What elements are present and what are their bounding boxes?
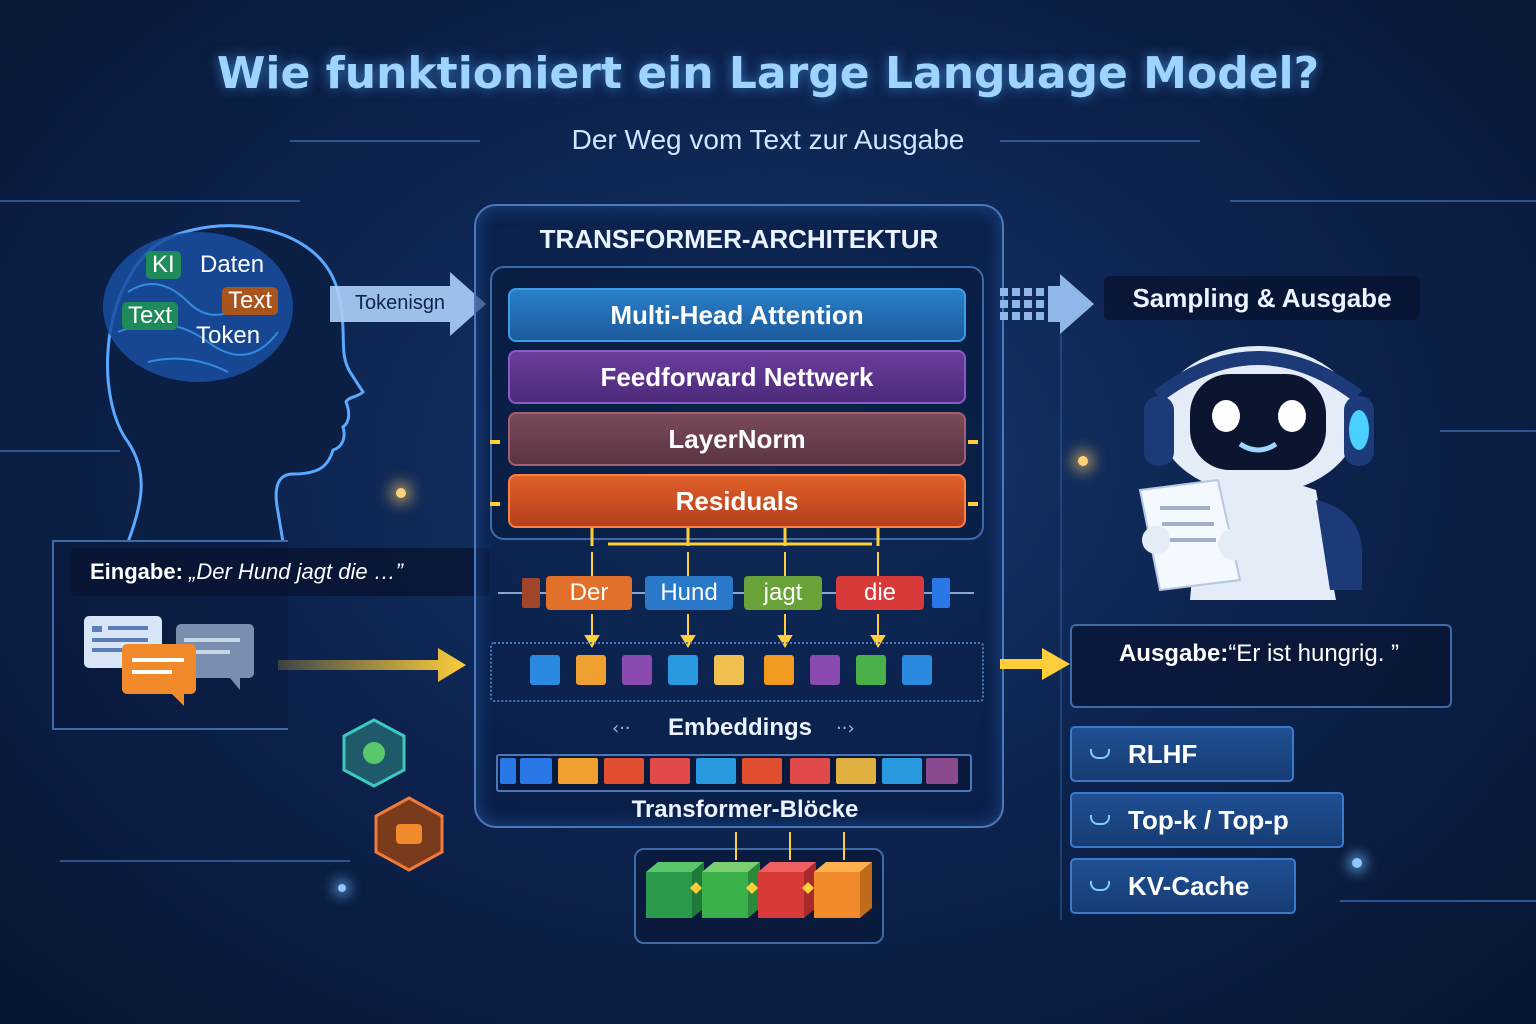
- circuit-line: [1440, 430, 1536, 432]
- circuit-line: [1340, 900, 1536, 902]
- circuit-line: [1000, 140, 1200, 142]
- connector-tick: [968, 502, 978, 506]
- circuit-line: [1230, 200, 1536, 202]
- transformer-blocks-icon: [646, 832, 872, 918]
- layer-layernorm: LayerNorm: [508, 412, 966, 466]
- embedding-cube: [622, 655, 652, 685]
- page-subtitle: Der Weg vom Text zur Ausgabe: [571, 124, 965, 155]
- robot-reading-icon: [1138, 346, 1374, 600]
- output-label: Ausgabe:“Er ist hungrig. ”: [1070, 640, 1448, 668]
- embedding-bar-cell: [696, 758, 736, 784]
- brain-word-text-orange: Text: [222, 287, 279, 315]
- embeddings-label: Embeddings: [667, 714, 812, 741]
- tag-icon: [1090, 749, 1110, 759]
- circuit-line: [1060, 300, 1062, 920]
- glow-dot: [1078, 456, 1088, 466]
- embedding-cube: [576, 655, 606, 685]
- token-jagt: jagt: [744, 576, 822, 610]
- sampling-label: Sampling & Ausgabe: [1104, 276, 1420, 320]
- embedding-bar-cell: [520, 758, 552, 784]
- embedding-bar-cell: [500, 758, 516, 784]
- output-label-prefix: Ausgabe:: [1118, 640, 1229, 667]
- chat-bubbles-icon: [84, 616, 254, 706]
- glow-dot: [1352, 858, 1362, 868]
- input-label: Eingabe: „Der Hund jagt die …”: [70, 548, 490, 596]
- embedding-cube: [902, 655, 932, 685]
- transformer-heading: TRANSFORMER-ARCHITEKTUR: [539, 224, 939, 254]
- brain-word-ki: KI: [146, 251, 181, 279]
- input-label-text: „Der Hund jagt die …”: [189, 559, 404, 584]
- connector-tick: [490, 440, 500, 444]
- glow-dot: [338, 884, 346, 892]
- output-label-text: “Er ist hungrig. ”: [1228, 640, 1400, 667]
- tag-icon: [1090, 815, 1110, 825]
- circuit-line: [0, 200, 300, 202]
- layer-multi-head-attention: Multi-Head Attention: [508, 288, 966, 342]
- token-cap-right: [932, 578, 950, 608]
- hexagon-node-icon: [342, 718, 406, 788]
- embedding-cube: [810, 655, 840, 685]
- embedding-bar-cell: [558, 758, 598, 784]
- feature-rlhf-button[interactable]: RLHF: [1070, 726, 1294, 782]
- embeddings-arrow-left-icon: ‹··: [612, 718, 631, 739]
- embedding-cube: [764, 655, 794, 685]
- token-down-arrows: [584, 614, 886, 648]
- circuit-line: [0, 450, 120, 452]
- token-hund: Hund: [645, 576, 733, 610]
- embedding-bar-cell: [926, 758, 958, 784]
- token-row-line: [498, 592, 974, 594]
- embedding-bar-cell: [742, 758, 782, 784]
- embedding-cube: [856, 655, 886, 685]
- token-die: die: [836, 576, 924, 610]
- connector-tick: [490, 502, 500, 506]
- hexagon-block-icon: [374, 796, 444, 872]
- embedding-bar-cell: [790, 758, 830, 784]
- brain-word-token: Token: [196, 322, 261, 349]
- embeddings-arrow-right-icon: ··›: [836, 718, 855, 739]
- input-label-prefix: Eingabe:: [90, 559, 183, 584]
- tag-icon: [1090, 881, 1110, 891]
- page-title: Wie funktioniert ein Large Language Mode…: [216, 48, 1320, 99]
- token-cap-left: [522, 578, 540, 608]
- embedding-cube: [530, 655, 560, 685]
- circuit-line: [290, 140, 480, 142]
- circuit-line: [60, 860, 350, 862]
- embedding-bar-cell: [882, 758, 922, 784]
- brain-word-daten: Daten: [200, 251, 265, 278]
- embedding-bar-cell: [836, 758, 876, 784]
- output-panel: [1070, 624, 1452, 708]
- brain-word-text-green: Text: [122, 302, 179, 330]
- embedding-bar-cell: [604, 758, 644, 784]
- layer-residuals: Residuals: [508, 474, 966, 528]
- feature-kv-cache-button[interactable]: KV-Cache: [1070, 858, 1296, 914]
- output-flow-arrow-icon: [1000, 274, 1094, 334]
- glow-dot: [396, 488, 406, 498]
- embedding-row: [490, 642, 984, 702]
- output-arrow-icon: [1000, 648, 1070, 680]
- token-der: Der: [546, 576, 632, 610]
- token-connector-lines: [590, 528, 880, 576]
- embedding-cube: [668, 655, 698, 685]
- connector-tick: [968, 440, 978, 444]
- transformer-blocks-label: Transformer-Blöcke: [631, 796, 859, 823]
- layer-feedforward: Feedforward Nettwerk: [508, 350, 966, 404]
- tokenizing-arrow-icon: [330, 272, 486, 336]
- embedding-bar-cell: [650, 758, 690, 784]
- tokenizing-label: Tokenisgn: [355, 292, 446, 314]
- feature-label: Top-k / Top-p: [1128, 804, 1289, 835]
- embedding-cube: [714, 655, 744, 685]
- input-arrow-icon: [278, 648, 466, 682]
- feature-top-k-top-p-button[interactable]: Top-k / Top-p: [1070, 792, 1344, 848]
- feature-label: RLHF: [1128, 738, 1198, 769]
- feature-label: KV-Cache: [1128, 870, 1250, 901]
